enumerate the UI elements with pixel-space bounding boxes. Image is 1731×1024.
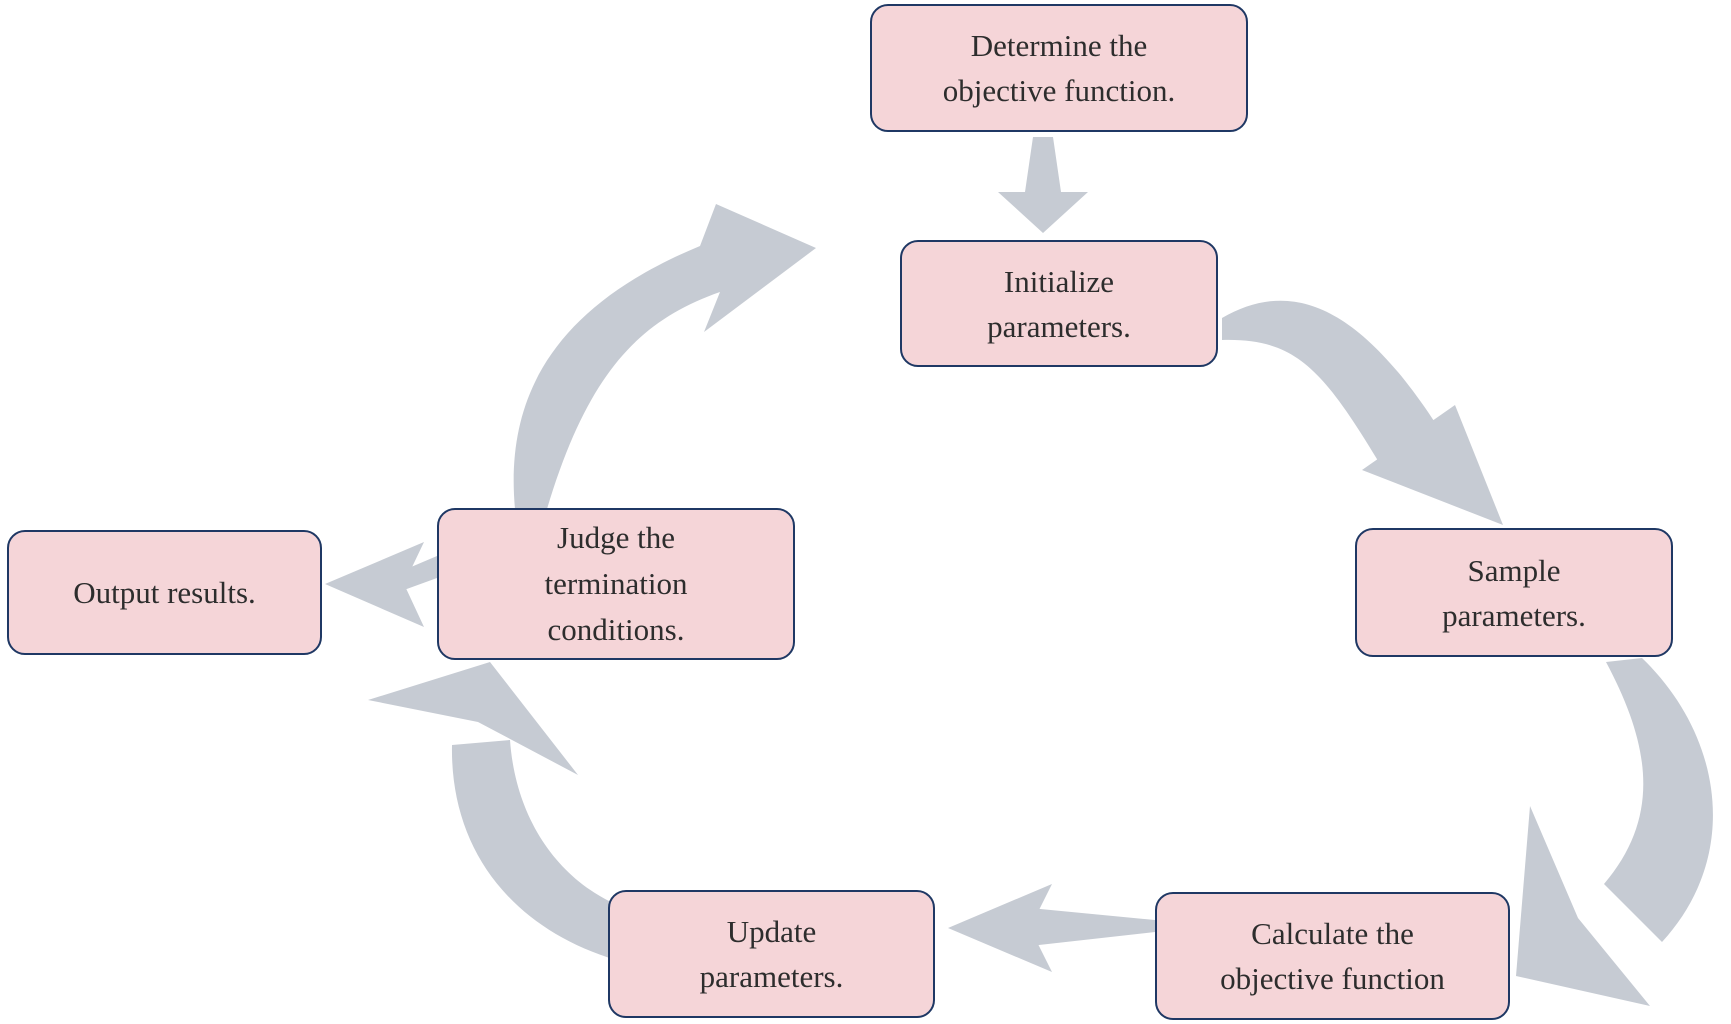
arrow-calculate-to-update xyxy=(948,884,1155,972)
node-label-line: objective function xyxy=(1220,961,1445,996)
node-label-line: parameters. xyxy=(987,308,1131,344)
node-output-results: Output results. xyxy=(7,530,322,655)
node-label-line: parameters. xyxy=(1442,597,1586,633)
down-arrow-icon xyxy=(998,137,1088,233)
curved-arrow-shaft xyxy=(1222,300,1436,464)
node-update-parameters: Update parameters. xyxy=(608,890,935,1018)
left-arrow-tail xyxy=(1030,908,1155,946)
node-sample-parameters: Sample parameters. xyxy=(1355,528,1673,657)
node-label-line: Judge the xyxy=(557,520,675,555)
left-arrow-tail xyxy=(404,556,437,590)
curved-arrow-head xyxy=(1362,405,1503,525)
node-label-line: Output results. xyxy=(73,575,256,610)
node-label-line: parameters. xyxy=(699,959,844,994)
node-calculate-objective-function: Calculate the objective function xyxy=(1155,892,1510,1020)
arrow-initialize-to-sample xyxy=(1222,300,1503,525)
curved-arrow-head xyxy=(368,662,578,775)
left-arrow-head xyxy=(325,542,424,627)
node-label-line: Calculate the xyxy=(1251,916,1414,951)
arrow-judge-to-initialize xyxy=(513,204,816,509)
node-judge-termination-conditions: Judge the termination conditions. xyxy=(437,508,795,660)
node-initialize-parameters: Initialize parameters. xyxy=(900,240,1218,367)
node-label-line: Update xyxy=(726,914,817,949)
node-label-line: termination xyxy=(544,566,688,601)
arrow-determine-to-initialize xyxy=(998,137,1088,233)
node-label-line: conditions. xyxy=(547,612,685,647)
left-arrow-head xyxy=(948,884,1052,972)
arrow-sample-to-calculate xyxy=(1516,658,1713,1006)
curved-arrow-head xyxy=(1516,806,1650,1006)
curved-arrow-icon xyxy=(513,204,816,509)
curved-arrow-shaft xyxy=(1604,658,1713,942)
node-label-line: Sample xyxy=(1467,552,1561,588)
node-label-line: Initialize xyxy=(1003,263,1115,299)
arrow-judge-to-output xyxy=(325,542,437,627)
arrow-update-to-judge xyxy=(368,662,636,960)
node-label-line: objective function. xyxy=(942,73,1176,108)
curved-arrow-shaft xyxy=(451,740,636,960)
node-determine-objective-function: Determine the objective function. xyxy=(870,4,1248,132)
node-label-line: Determine the xyxy=(970,28,1148,63)
